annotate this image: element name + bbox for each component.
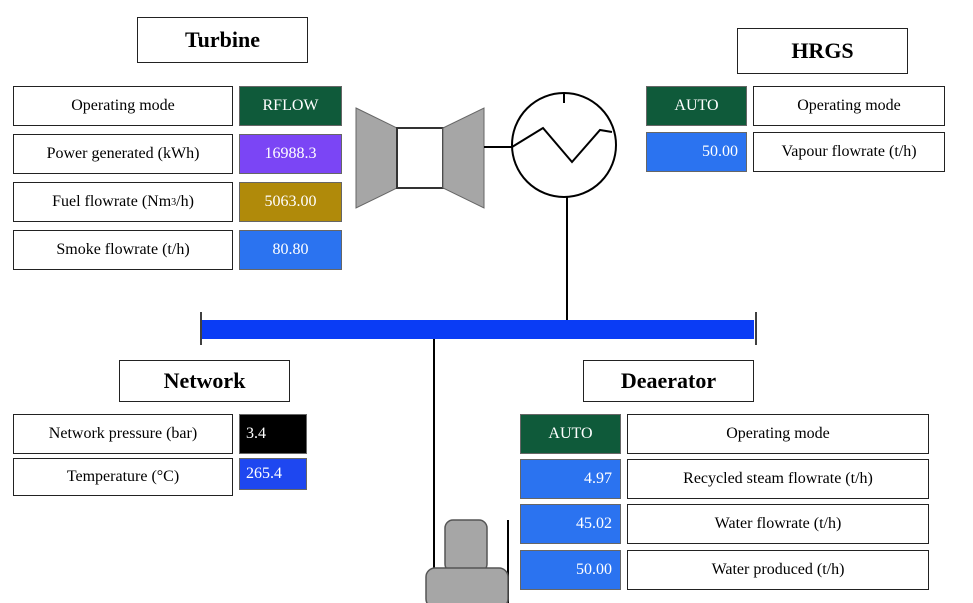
turbine-smoke-label: Smoke flowrate (t/h) (13, 230, 233, 270)
deaerator-water-produced-label: Water produced (t/h) (627, 550, 929, 590)
hrgs-title: HRGS (737, 28, 908, 74)
fuel-label-main: Fuel flowrate (Nm (52, 193, 172, 210)
hrgs-vapour-label: Vapour flowrate (t/h) (753, 132, 945, 172)
network-title: Network (119, 360, 290, 402)
hrgs-operating-mode-label: Operating mode (753, 86, 945, 126)
deaerator-title: Deaerator (583, 360, 754, 402)
turbine-fuel-value[interactable]: 5063.00 (239, 182, 342, 222)
heat-exchanger-icon (511, 92, 617, 198)
turbine-operating-mode-value[interactable]: RFLOW (239, 86, 342, 126)
deaerator-operating-mode-value[interactable]: AUTO (520, 414, 621, 454)
network-pressure-label: Network pressure (bar) (13, 414, 233, 454)
turbine-power-value[interactable]: 16988.3 (239, 134, 342, 174)
network-temperature-value[interactable]: 265.4 (239, 458, 307, 490)
fuel-label-superscript: 3 (171, 196, 177, 208)
network-pressure-value[interactable]: 3.4 (239, 414, 307, 454)
turbine-power-label: Power generated (kWh) (13, 134, 233, 174)
deaerator-water-produced-value[interactable]: 50.00 (520, 550, 621, 590)
hrgs-vapour-value[interactable]: 50.00 (646, 132, 747, 172)
network-temperature-label: Temperature (°C) (13, 458, 233, 496)
steam-header-bar (200, 312, 757, 345)
deaerator-tank-icon (425, 519, 509, 603)
deaerator-water-flow-value[interactable]: 45.02 (520, 504, 621, 544)
fuel-label-end: /h) (176, 193, 194, 210)
turbine-icon (355, 107, 512, 209)
hrgs-operating-mode-value[interactable]: AUTO (646, 86, 747, 126)
deaerator-recycled-value[interactable]: 4.97 (520, 459, 621, 499)
turbine-smoke-value[interactable]: 80.80 (239, 230, 342, 270)
turbine-operating-mode-label: Operating mode (13, 86, 233, 126)
deaerator-water-flow-label: Water flowrate (t/h) (627, 504, 929, 544)
deaerator-operating-mode-label: Operating mode (627, 414, 929, 454)
turbine-title: Turbine (137, 17, 308, 63)
deaerator-recycled-label: Recycled steam flowrate (t/h) (627, 459, 929, 499)
